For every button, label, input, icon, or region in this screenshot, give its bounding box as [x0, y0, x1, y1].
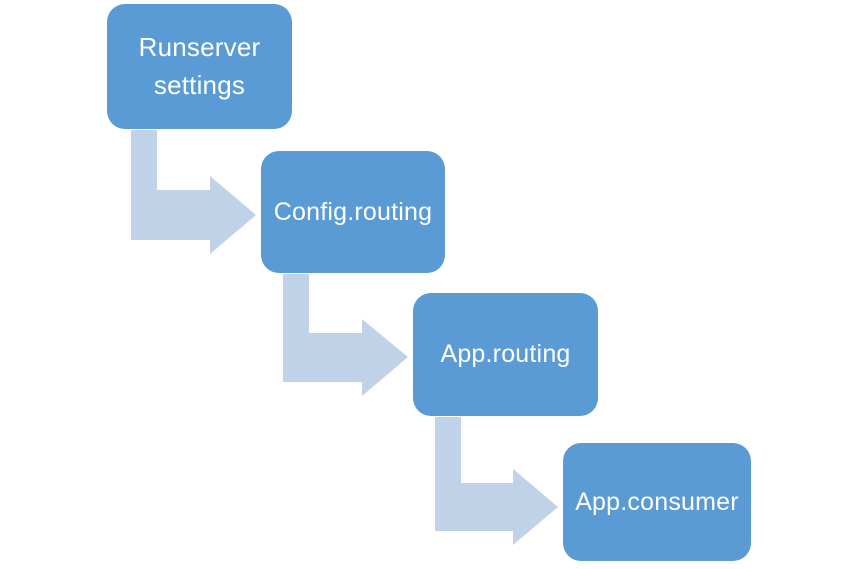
- node-app-consumer[interactable]: App.consumer: [563, 443, 751, 561]
- arrow-3-elbow-block-arrow: [435, 417, 558, 545]
- node-config-routing-label: Config.routing: [273, 197, 433, 226]
- node-app-consumer-label: App.consumer: [575, 487, 739, 516]
- node-app-routing-label: App.routing: [440, 340, 571, 369]
- node-app-routing[interactable]: App.routing: [413, 293, 598, 416]
- node-runserver-settings-label: Runserver settings: [138, 31, 261, 100]
- node-runserver-settings[interactable]: Runserver settings: [107, 4, 292, 129]
- arrow-2-elbow-block-arrow: [283, 274, 408, 396]
- node-config-routing[interactable]: Config.routing: [261, 151, 445, 273]
- arrow-1-elbow-block-arrow: [131, 130, 256, 254]
